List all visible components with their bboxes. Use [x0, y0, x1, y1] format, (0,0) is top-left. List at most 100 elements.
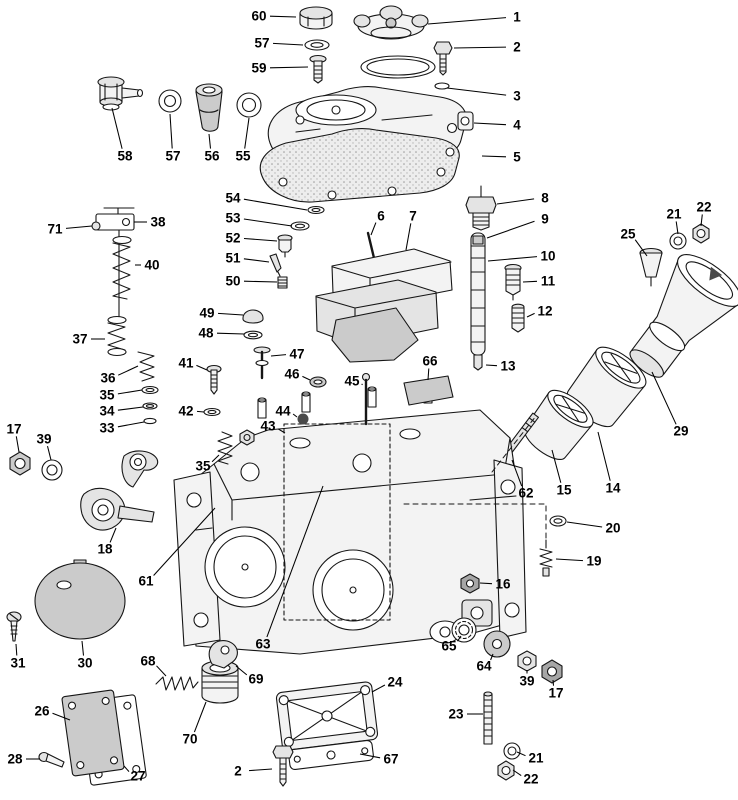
callout-number-17: 17 [6, 422, 21, 437]
part-39-washer [41, 459, 63, 481]
callout-number-45: 45 [344, 374, 360, 389]
callout-number-57: 57 [254, 36, 269, 51]
callout-leader-18 [109, 527, 117, 543]
callout-number-50: 50 [225, 274, 240, 289]
callout-leader-35 [211, 454, 220, 463]
callout-leader-67 [359, 753, 381, 759]
callout-leader-43 [277, 428, 286, 434]
part-40-spring [112, 235, 132, 300]
part-30-diaphragm [34, 559, 126, 640]
callout-leader-35 [117, 389, 143, 395]
part-25-pump-valve [639, 247, 663, 287]
callout-number-34: 34 [99, 404, 115, 419]
callout-leader-50 [243, 280, 278, 283]
part-37-spring [107, 315, 127, 357]
part-56-union-elbow [195, 83, 223, 132]
part-15-filter-cover [523, 389, 594, 460]
part-16-plug-screw [460, 573, 480, 594]
callout-leader-1 [427, 17, 507, 25]
part-19-needle-screw [539, 539, 553, 577]
callout-number-20: 20 [605, 521, 620, 536]
callout-number-31: 31 [10, 656, 26, 671]
part-51-needle [269, 253, 282, 277]
callout-number-12: 12 [537, 304, 552, 319]
callout-leader-15 [551, 449, 562, 483]
callout-leader-2 [453, 46, 507, 49]
part-22-nut-b [497, 760, 515, 781]
callout-leader-52 [243, 237, 278, 242]
callout-number-35: 35 [99, 388, 115, 403]
callout-number-59: 59 [251, 61, 266, 76]
part-2-cover-bolt-b [272, 745, 294, 787]
callout-number-46: 46 [284, 367, 300, 382]
callout-number-23: 23 [448, 707, 464, 722]
callout-number-41: 41 [178, 356, 194, 371]
callout-number-16: 16 [495, 577, 511, 592]
part-21-washer-b [503, 742, 521, 760]
part-68-spring [155, 676, 199, 691]
callout-number-60: 60 [251, 9, 266, 24]
part-67-cover-gasket [288, 739, 374, 771]
part-17-nut [9, 451, 31, 476]
callout-number-44: 44 [275, 404, 291, 419]
callout-number-49: 49 [199, 306, 214, 321]
callout-number-71: 71 [47, 222, 63, 237]
part-20-oring [549, 515, 567, 527]
callout-number-21: 21 [666, 207, 682, 222]
callout-number-5: 5 [513, 150, 521, 165]
callout-number-66: 66 [422, 354, 438, 369]
part-23-stud [483, 691, 493, 745]
part-41-screw [206, 364, 222, 395]
callout-number-67: 67 [383, 752, 398, 767]
part-3-cover-ring [360, 55, 436, 79]
callout-number-47: 47 [289, 347, 304, 362]
callout-leader-24 [371, 684, 386, 693]
callout-leader-53 [243, 218, 293, 227]
part-35-washer [141, 385, 159, 395]
part-57-sealing-ring [158, 89, 182, 113]
callout-leader-25 [634, 239, 648, 257]
callout-leader-36 [117, 365, 139, 376]
callout-leader-42 [196, 410, 205, 413]
callout-leader-63 [266, 485, 324, 638]
callout-number-27: 27 [130, 769, 145, 784]
callout-leader-56 [208, 133, 212, 149]
parts-artwork [6, 5, 738, 787]
callout-leader-48 [216, 332, 245, 335]
callout-number-17: 17 [548, 686, 563, 701]
callout-leader-21 [675, 221, 679, 235]
part-17-nut-b [541, 659, 563, 684]
callout-leader-27 [123, 765, 130, 772]
callout-number-11: 11 [541, 274, 556, 289]
callout-number-1: 1 [513, 10, 521, 25]
callout-number-24: 24 [387, 675, 403, 690]
callout-number-58: 58 [117, 149, 133, 164]
callout-leader-69 [235, 665, 248, 676]
callout-number-52: 52 [225, 231, 240, 246]
callout-number-25: 25 [620, 227, 636, 242]
callout-leader-41 [196, 364, 208, 371]
part-33-washer [143, 417, 157, 425]
part-35-spring-b [217, 431, 233, 465]
callout-number-70: 70 [182, 732, 197, 747]
callout-leader-29 [651, 371, 677, 425]
part-45-pump-jet [361, 372, 371, 426]
callout-number-53: 53 [225, 211, 241, 226]
callout-number-14: 14 [605, 481, 621, 496]
callout-leader-60 [269, 15, 297, 18]
callout-number-15: 15 [556, 483, 572, 498]
callout-leader-33 [117, 421, 145, 428]
part-7-floats [315, 248, 453, 363]
callout-leader-61 [153, 507, 216, 576]
part-9-10-13-emulsion-tube [470, 232, 486, 371]
part-48-washer [243, 330, 263, 340]
callout-leader-11 [522, 280, 538, 283]
part-47-pump-rod [253, 346, 271, 380]
callout-number-55: 55 [235, 149, 251, 164]
part-44-plug [297, 413, 309, 425]
callout-number-13: 13 [500, 359, 516, 374]
callout-number-36: 36 [100, 371, 116, 386]
callout-number-42: 42 [178, 404, 193, 419]
part-57-washer [304, 39, 330, 51]
